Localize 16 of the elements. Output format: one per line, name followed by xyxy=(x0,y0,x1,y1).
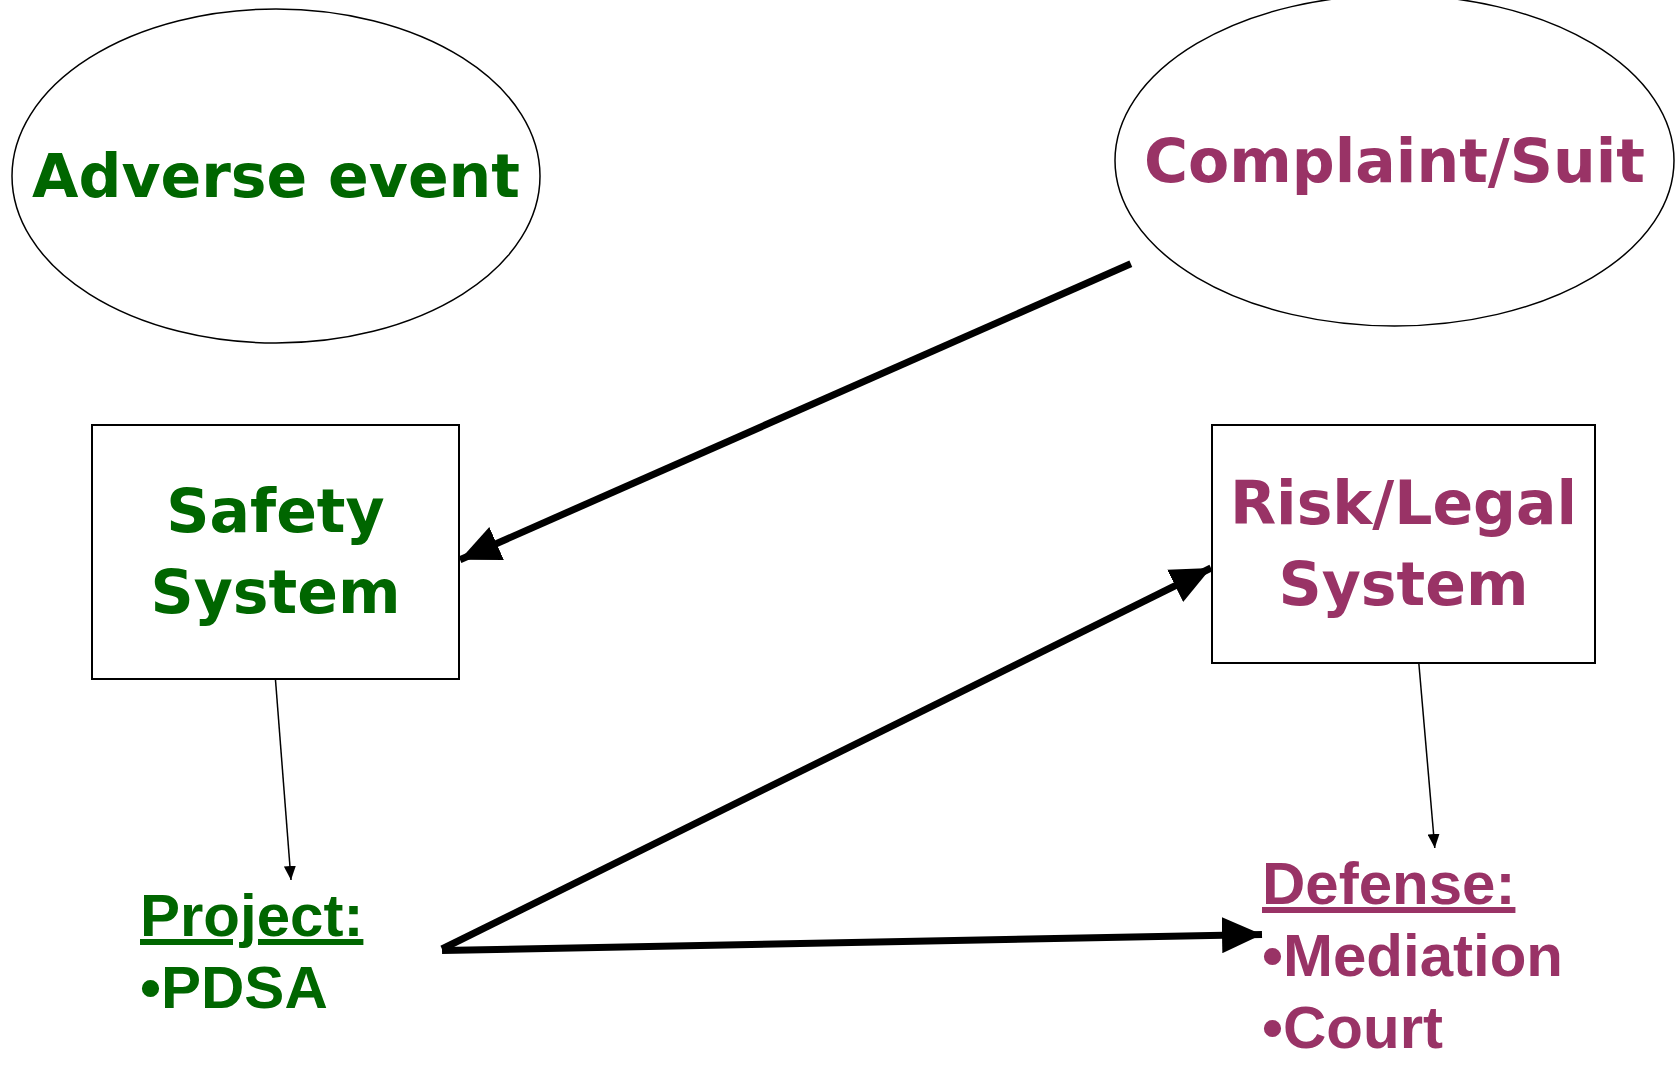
bullet-item: •Mediation xyxy=(1262,921,1563,991)
node-label: Adverse event xyxy=(32,141,520,211)
arrow xyxy=(274,679,296,881)
ellipse-node xyxy=(11,8,541,344)
node-label: Risk/Legal System xyxy=(1228,467,1579,621)
heading: Project: xyxy=(140,881,364,951)
arrow xyxy=(458,260,1133,563)
node-label: Complaint/Suit xyxy=(1144,125,1645,196)
node-label: Safety System xyxy=(149,475,402,629)
arrow xyxy=(441,917,1263,954)
bullet-item: •PDSA xyxy=(140,953,328,1023)
bullet-item: •Court xyxy=(1262,993,1443,1063)
process-box xyxy=(91,424,460,680)
arrow xyxy=(1418,663,1440,849)
process-box xyxy=(1211,424,1596,664)
heading: Defense: xyxy=(1262,849,1516,919)
